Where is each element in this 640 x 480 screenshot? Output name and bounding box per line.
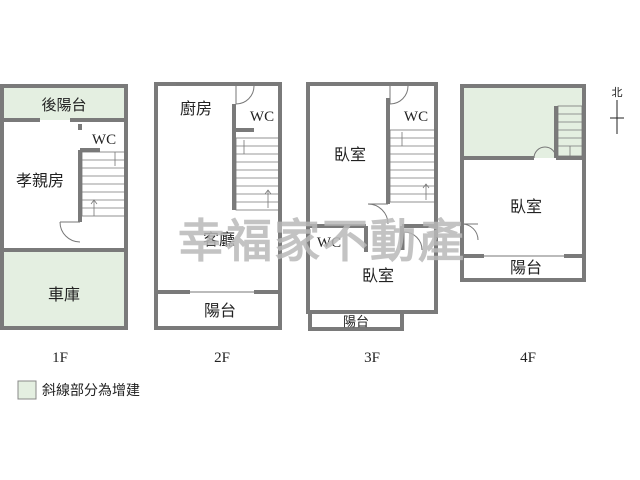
kitchen-label: 廚房: [180, 99, 212, 118]
4f-door-top: [533, 146, 557, 159]
legend-swatch: [17, 380, 37, 400]
4f-door-left: [461, 223, 479, 241]
back-balcony-area: [2, 86, 126, 120]
3f-door-top: [389, 85, 409, 105]
floor-1f: 後陽台 WC 孝親房 車庫: [0, 84, 128, 330]
3f-balcony-wall: [308, 310, 404, 331]
2f-door: [235, 85, 255, 105]
legend: 斜線部分為增建: [17, 380, 140, 400]
3f-door-mid: [367, 203, 389, 225]
4f-balcony-label: 陽台: [510, 258, 542, 277]
garage-area: [2, 250, 126, 328]
3f-bedroom-top-label: 臥室: [334, 145, 366, 164]
3f-wc-left-label: WC: [317, 235, 341, 251]
compass: 北: [610, 86, 624, 134]
4f-stairs: [557, 105, 583, 157]
floor-label-2f: 2F: [214, 350, 230, 366]
3f-wc-right-label: WC: [404, 109, 428, 125]
north-label: 北: [612, 86, 623, 99]
2f-wc-label: WC: [250, 109, 274, 125]
4f-outer-wall: [460, 84, 586, 282]
floor-3f: 臥室 WC WC 臥室 陽台: [306, 82, 438, 331]
1f-stairs: [81, 151, 127, 217]
garage-label: 車庫: [48, 285, 80, 304]
1f-wc-label: WC: [92, 132, 116, 148]
parents-room-label: 孝親房: [16, 171, 64, 190]
legend-text: 斜線部分為增建: [42, 383, 140, 399]
floor-label-3f: 3F: [364, 350, 380, 366]
3f-door-right: [403, 231, 423, 251]
floor-2f: 廚房 WC 客廳 陽台: [154, 82, 282, 330]
3f-bedroom-bottom-label: 臥室: [362, 266, 394, 285]
2f-stairs: [235, 137, 281, 211]
3f-stairs: [389, 129, 437, 203]
floor-label-4f: 4F: [520, 350, 536, 366]
floor-4f: 臥室 陽台: [460, 84, 586, 282]
4f-bedroom-label: 臥室: [510, 197, 542, 216]
watermark-text: 幸福家不動產: [178, 214, 466, 268]
3f-balcony-label: 陽台: [343, 315, 369, 330]
back-balcony-label: 後陽台: [41, 96, 86, 114]
floor-label-1f: 1F: [52, 350, 68, 366]
1f-door: [59, 221, 81, 243]
2f-balcony-label: 陽台: [204, 301, 236, 320]
living-room-label: 客廳: [203, 230, 235, 249]
